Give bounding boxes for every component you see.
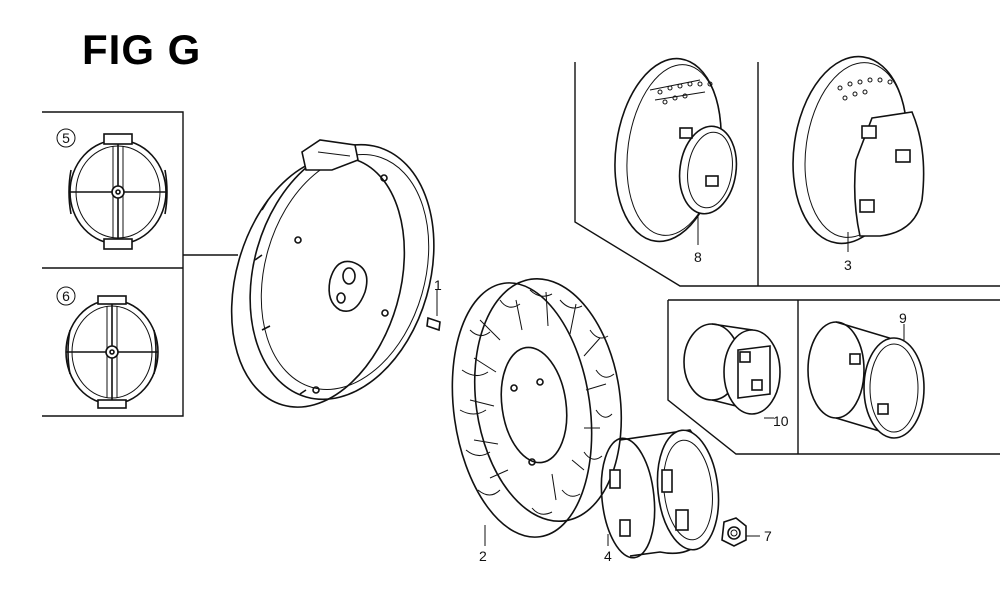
part-3-pulley-assembly: 3 (792, 55, 925, 273)
callout-5: 5 (62, 130, 70, 146)
callout-7: 7 (764, 528, 772, 544)
part-5-plate: 5 (56, 128, 168, 250)
part-2-cooling-fan: 2 (451, 277, 623, 564)
callout-6: 6 (62, 288, 70, 304)
callout-8: 8 (694, 249, 702, 265)
callout-2: 2 (479, 548, 487, 564)
inset-frame-upper-right (574, 62, 1000, 287)
callout-1: 1 (434, 277, 442, 293)
part-7-nut: 7 (721, 517, 772, 547)
callout-9: 9 (899, 310, 907, 326)
part-9-pulley-cup: 9 (807, 310, 925, 439)
flywheel (230, 139, 435, 408)
part-8-pulley-assembly: 8 (614, 57, 738, 265)
inset-frame-lower-right (667, 299, 1000, 455)
callout-4: 4 (604, 548, 612, 564)
part-1-key: 1 (426, 277, 442, 332)
part-6-plate: 6 (56, 286, 159, 409)
callout-10: 10 (773, 413, 789, 429)
part-10-pulley-cup: 10 (683, 323, 789, 429)
callout-3: 3 (844, 257, 852, 273)
inset-frame-left (42, 111, 238, 417)
figure-title: FIG G (82, 26, 202, 73)
part-4-starter-pulley: 4 (600, 429, 720, 564)
